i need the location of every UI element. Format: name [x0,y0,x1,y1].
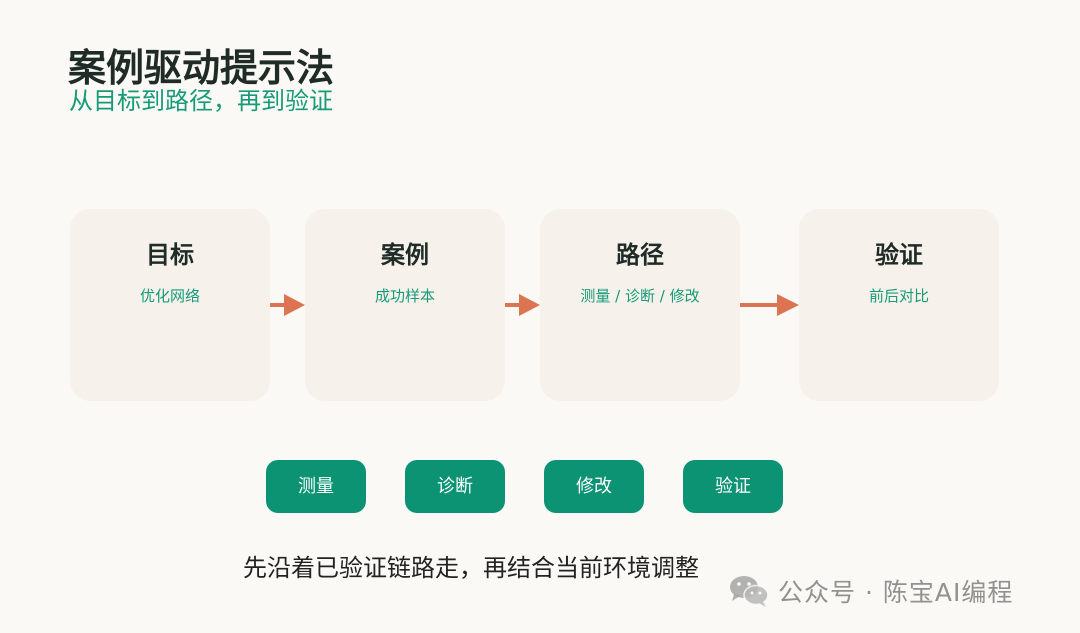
page-title: 案例驱动提示法 [68,46,335,90]
flow-card-path: 路径 测量 / 诊断 / 修改 [540,209,740,401]
step-button-modify[interactable]: 修改 [544,460,644,513]
step-button-verify[interactable]: 验证 [683,460,783,513]
flow-card-goal: 目标 优化网络 [70,209,270,401]
flow-card-desc: 优化网络 [139,287,200,305]
flow-card-title: 案例 [381,241,429,269]
wechat-icon [730,576,769,607]
tagline: 先沿着已验证链路走，再结合当前环境调整 [243,554,699,582]
flow-card-title: 路径 [616,241,664,269]
flow-arrow-icon [270,294,305,316]
watermark-text: 公众号 · 陈宝AI编程 [778,578,1014,607]
flow-card-title: 目标 [146,241,194,269]
flow-card-desc: 前后对比 [868,287,929,305]
flow-arrow-icon [505,294,540,316]
flow-card-title: 验证 [875,241,923,269]
step-button-measure[interactable]: 测量 [266,460,366,513]
step-button-diagnose[interactable]: 诊断 [405,460,505,513]
flow-card-desc: 测量 / 诊断 / 修改 [580,287,700,305]
page-subtitle: 从目标到路径，再到验证 [69,87,333,115]
watermark: 公众号 · 陈宝AI编程 [728,573,1013,609]
flow-card-verify: 验证 前后对比 [799,209,999,401]
flow-arrow-icon [740,294,799,316]
flow-card-case: 案例 成功样本 [305,209,505,401]
flow-card-desc: 成功样本 [374,287,435,305]
